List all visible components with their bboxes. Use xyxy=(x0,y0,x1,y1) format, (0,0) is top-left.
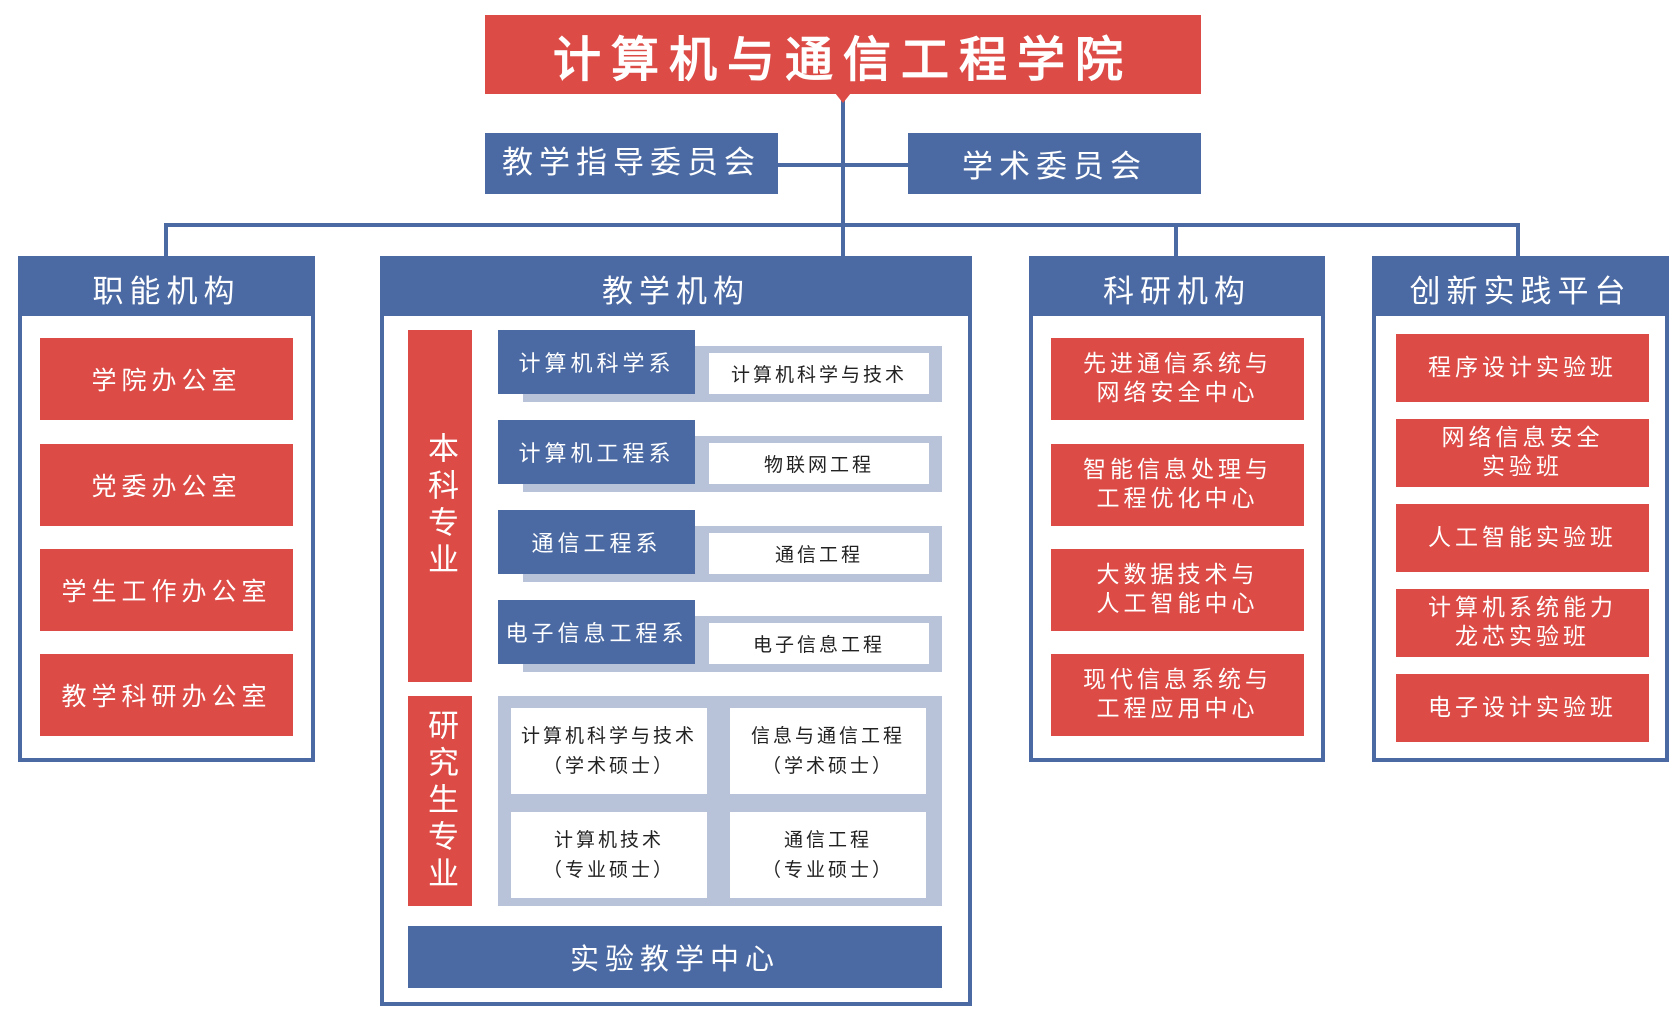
major-box: 计算机科学与技术 xyxy=(709,353,929,394)
department-row: 通信工程系 通信工程 xyxy=(498,510,942,582)
grad-major-type: （专业硕士） xyxy=(542,859,675,881)
department-row: 计算机工程系 物联网工程 xyxy=(498,420,942,492)
functional-item-label: 学生工作办公室 xyxy=(61,577,272,606)
functional-item-label: 党委办公室 xyxy=(91,472,242,501)
research-center: 现代信息系统与 工程应用中心 xyxy=(1051,654,1304,736)
connector-trunk xyxy=(841,94,845,258)
academic-committee: 学术委员会 xyxy=(908,133,1201,194)
research-panel: 科研机构 先进通信系统与 网络安全中心 智能信息处理与 工程优化中心 大数据技术… xyxy=(1029,256,1325,762)
major-box: 通信工程 xyxy=(709,533,929,574)
functional-panel: 职能机构 学院办公室 党委办公室 学生工作办公室 教学科研办公室 xyxy=(18,256,315,762)
teaching-panel: 教学机构 本科专业 计算机科学系 计算机科学与技术 计算机工程系 物联网工程 通… xyxy=(380,256,972,1006)
teaching-header: 教学机构 xyxy=(384,260,968,316)
grad-major: 通信工程 （专业硕士） xyxy=(730,812,926,898)
innovation-class-line1: 计算机系统能力 xyxy=(1428,595,1617,621)
grad-major-type: （学术硕士） xyxy=(761,755,894,777)
major-box: 电子信息工程 xyxy=(709,623,929,664)
research-center-line2: 人工智能中心 xyxy=(1096,591,1259,617)
grad-major-name: 计算机科学与技术 xyxy=(520,725,697,747)
grad-grid: 计算机科学与技术 （学术硕士） 信息与通信工程 （学术硕士） 计算机技术 （专业… xyxy=(498,696,942,906)
research-center-line2: 工程优化中心 xyxy=(1096,486,1259,512)
functional-item: 学院办公室 xyxy=(40,338,293,420)
college-title-text: 计算机与通信工程学院 xyxy=(552,31,1133,88)
research-center-line2: 工程应用中心 xyxy=(1096,696,1259,722)
academic-committee-label: 学术委员会 xyxy=(962,149,1147,185)
grad-label-text: 研究生专业 xyxy=(422,708,458,894)
grad-major: 信息与通信工程 （学术硕士） xyxy=(730,708,926,794)
major-box: 物联网工程 xyxy=(709,443,929,484)
innovation-class-line1: 程序设计实验班 xyxy=(1428,354,1617,381)
functional-item: 教学科研办公室 xyxy=(40,654,293,736)
connector-innovation xyxy=(1516,223,1520,258)
undergrad-label: 本科专业 xyxy=(408,330,472,682)
innovation-header: 创新实践平台 xyxy=(1376,260,1665,316)
research-header-label: 科研机构 xyxy=(1103,273,1251,310)
innovation-class: 计算机系统能力 龙芯实验班 xyxy=(1396,589,1649,657)
grad-label: 研究生专业 xyxy=(408,696,472,906)
title-arrow xyxy=(835,93,851,103)
grad-major-type: （学术硕士） xyxy=(542,755,675,777)
department-name: 计算机科学系 xyxy=(518,352,675,377)
innovation-class-line1: 人工智能实验班 xyxy=(1428,524,1617,551)
department-box: 通信工程系 xyxy=(498,510,695,574)
major-name: 物联网工程 xyxy=(763,454,874,476)
innovation-class: 人工智能实验班 xyxy=(1396,504,1649,572)
teaching-committee-label: 教学指导委员会 xyxy=(502,145,761,181)
department-row: 电子信息工程系 电子信息工程 xyxy=(498,600,942,672)
innovation-class: 网络信息安全 实验班 xyxy=(1396,419,1649,487)
grad-major-name: 信息与通信工程 xyxy=(750,725,905,747)
department-name: 通信工程系 xyxy=(531,532,662,557)
innovation-panel: 创新实践平台 程序设计实验班 网络信息安全 实验班 人工智能实验班 计算机系统能… xyxy=(1372,256,1669,762)
innovation-header-label: 创新实践平台 xyxy=(1409,273,1632,310)
department-box: 计算机工程系 xyxy=(498,420,695,484)
grad-major: 计算机技术 （专业硕士） xyxy=(511,812,707,898)
teaching-committee: 教学指导委员会 xyxy=(485,133,778,194)
department-box: 计算机科学系 xyxy=(498,330,695,394)
functional-header: 职能机构 xyxy=(22,260,311,316)
lab-center-label: 实验教学中心 xyxy=(569,942,780,976)
innovation-class-line2: 实验班 xyxy=(1482,454,1563,480)
functional-item-label: 学院办公室 xyxy=(91,366,242,395)
research-center-line1: 大数据技术与 xyxy=(1096,562,1259,588)
functional-item: 学生工作办公室 xyxy=(40,549,293,631)
major-name: 通信工程 xyxy=(774,544,863,566)
research-center-line1: 先进通信系统与 xyxy=(1083,351,1272,377)
department-box: 电子信息工程系 xyxy=(498,600,695,664)
undergrad-label-text: 本科专业 xyxy=(422,432,458,580)
functional-item: 党委办公室 xyxy=(40,444,293,526)
innovation-class: 电子设计实验班 xyxy=(1396,674,1649,742)
teaching-header-label: 教学机构 xyxy=(602,273,750,310)
research-center: 智能信息处理与 工程优化中心 xyxy=(1051,444,1304,526)
college-title: 计算机与通信工程学院 xyxy=(485,15,1201,94)
grad-major-type: （专业硕士） xyxy=(761,859,894,881)
connector-functional xyxy=(164,223,168,258)
research-header: 科研机构 xyxy=(1033,260,1321,316)
connector-horizontal xyxy=(164,223,1520,227)
lab-center: 实验教学中心 xyxy=(408,926,942,988)
grad-major-name: 通信工程 xyxy=(783,829,872,851)
research-center-line1: 现代信息系统与 xyxy=(1083,667,1272,693)
connector-research xyxy=(1174,223,1178,258)
functional-header-label: 职能机构 xyxy=(92,273,241,310)
innovation-class-line2: 龙芯实验班 xyxy=(1455,624,1590,650)
innovation-class: 程序设计实验班 xyxy=(1396,334,1649,402)
functional-item-label: 教学科研办公室 xyxy=(61,682,272,711)
innovation-class-line1: 电子设计实验班 xyxy=(1428,694,1617,721)
department-name: 电子信息工程系 xyxy=(505,622,688,647)
research-center: 先进通信系统与 网络安全中心 xyxy=(1051,338,1304,420)
major-name: 电子信息工程 xyxy=(752,634,885,656)
innovation-class-line1: 网络信息安全 xyxy=(1441,425,1604,451)
connector-committees xyxy=(778,163,908,167)
department-row: 计算机科学系 计算机科学与技术 xyxy=(498,330,942,402)
grad-major-name: 计算机技术 xyxy=(553,829,664,851)
research-center-line2: 网络安全中心 xyxy=(1096,380,1259,406)
major-name: 计算机科学与技术 xyxy=(730,364,907,386)
department-name: 计算机工程系 xyxy=(518,442,675,467)
research-center: 大数据技术与 人工智能中心 xyxy=(1051,549,1304,631)
research-center-line1: 智能信息处理与 xyxy=(1083,457,1272,483)
grad-major: 计算机科学与技术 （学术硕士） xyxy=(511,708,707,794)
